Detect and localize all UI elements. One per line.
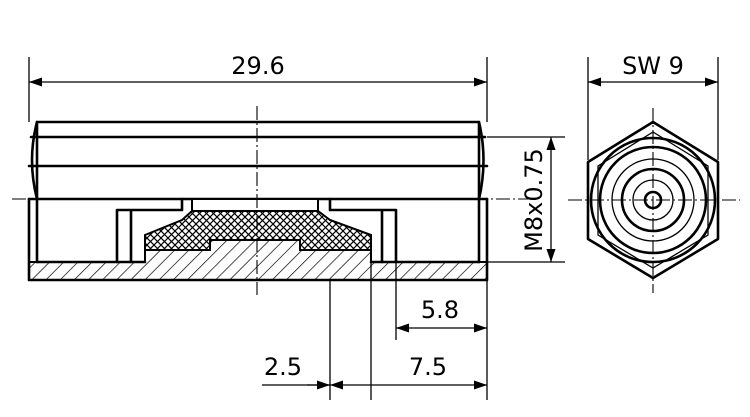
- dimension-thread: M8x0.75: [487, 136, 565, 263]
- left-thread-recess: [115, 197, 184, 264]
- end-view: [568, 108, 740, 293]
- dim-2-5-label: 2.5: [264, 353, 302, 381]
- side-view: [12, 106, 540, 295]
- dim-m8x075-label: M8x0.75: [520, 148, 548, 252]
- dimension-7-5: 7.5: [330, 262, 488, 400]
- dimension-overall-length: 29.6: [28, 52, 488, 122]
- hex-body-outline: [30, 120, 485, 201]
- center-insert: [191, 198, 319, 212]
- dimension-5-8: 5.8: [395, 262, 487, 340]
- right-thread-recess: [328, 197, 398, 264]
- dimension-2-5: 2.5: [262, 280, 331, 400]
- dimension-across-flats: SW 9: [587, 52, 719, 160]
- hexagon-outline: [586, 120, 720, 280]
- section-wall-hatch: [28, 239, 488, 281]
- dim-sw9-label: SW 9: [622, 52, 684, 80]
- dim-29-6-label: 29.6: [231, 52, 284, 80]
- dim-7-5-label: 7.5: [409, 353, 447, 381]
- dim-5-8-label: 5.8: [421, 296, 459, 324]
